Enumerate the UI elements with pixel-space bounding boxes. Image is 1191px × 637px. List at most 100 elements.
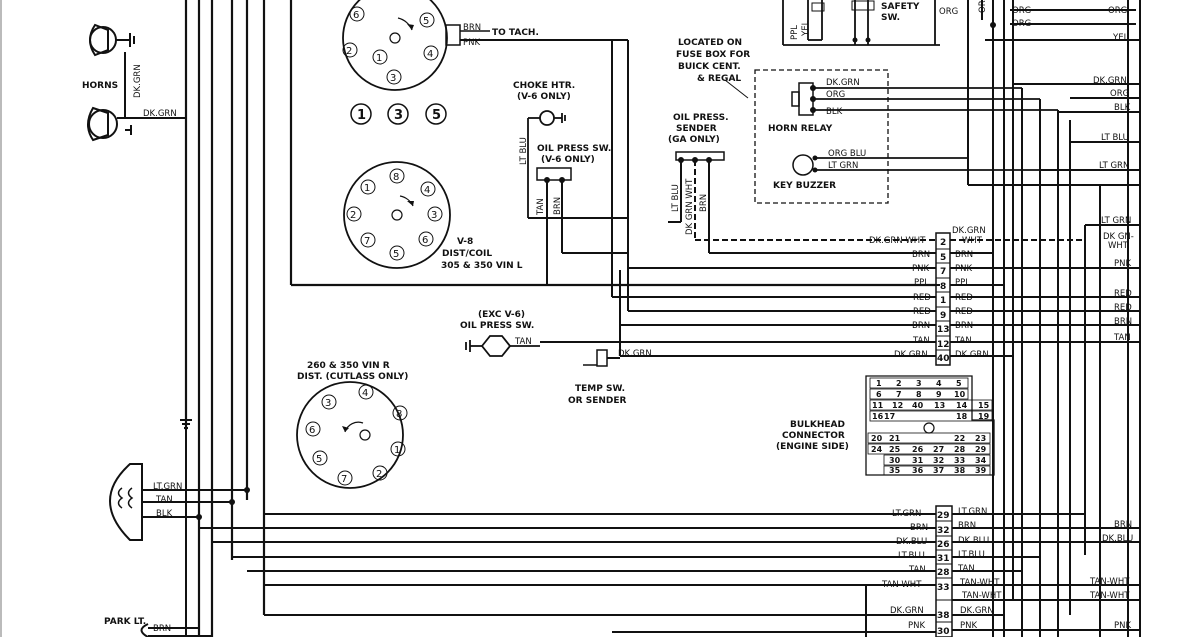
- grid-cell: 33: [954, 456, 965, 465]
- dist-top-num: 1: [376, 53, 382, 64]
- located-label-3: BUICK CENT.: [678, 62, 741, 72]
- v6-oil-wire-brn: BRN: [553, 197, 563, 215]
- choke-wire-ltblu: LT BLU: [519, 137, 529, 165]
- dist-v8-num: 5: [393, 249, 399, 260]
- ground-icon: [180, 412, 192, 637]
- firing-order-circles: 1 3 5: [350, 103, 447, 125]
- lc-r-tanwht: TAN-WHT: [959, 578, 1000, 588]
- grid-cell: 10: [954, 390, 966, 399]
- pin-26: 26: [937, 540, 950, 550]
- horn-top-icon: [89, 23, 117, 57]
- dist260-num: 3: [325, 398, 331, 409]
- dist260-num: 1: [394, 445, 400, 456]
- grid-cell: 37: [933, 466, 944, 475]
- lc-r-tan: TAN: [957, 564, 975, 574]
- grid-cell: 31: [912, 456, 924, 465]
- dist-top-num: 2: [346, 46, 352, 57]
- lc-l-dkgrn: DK.GRN: [890, 606, 924, 616]
- upper-connector: 2 5 7 8 1 9 13 12 40: [540, 226, 1140, 366]
- pin-28: 28: [937, 568, 950, 578]
- park-light-group: PARK LT. BRN: [104, 617, 212, 637]
- to-tach-label: TO TACH.: [492, 28, 539, 38]
- grid-cell: 40: [912, 401, 924, 410]
- grid-cell: 39: [975, 466, 987, 475]
- grid-cell: 23: [975, 434, 986, 443]
- tach-wire-brn: BRN: [463, 23, 481, 33]
- key-buzzer-label: KEY BUZZER: [773, 181, 836, 191]
- safety-wire-yel: YEL: [801, 20, 811, 37]
- uc-l-red: RED: [913, 293, 931, 303]
- dist260-label-2: DIST. (CUTLASS ONLY): [297, 372, 408, 382]
- grid-cell: 27: [933, 445, 944, 454]
- safety-wire-org: ORG: [939, 7, 958, 17]
- park-lt-label: PARK LT.: [104, 617, 146, 627]
- oil-sender-group: OIL PRESS. SENDER (GA ONLY) LT BLU DK GR…: [668, 113, 940, 254]
- bulkhead-connector: BULKHEAD CONNECTOR (ENGINE SIDE) 1 2 3 4…: [776, 375, 995, 476]
- uc-l-tan: TAN: [912, 336, 930, 346]
- far-r-dkblu: DK.BLU: [1102, 534, 1133, 544]
- grid-cell: 3: [916, 379, 922, 388]
- r-wire-org: ORG: [1012, 6, 1031, 16]
- grid-cell: 14: [956, 401, 968, 410]
- lc-l-ltblu: LT.BLU: [898, 551, 925, 561]
- horn-wire-label-vertical: DK.GRN: [133, 64, 143, 98]
- horn-wire-label: DK.GRN: [143, 109, 177, 119]
- r-wire-org: ORG: [978, 0, 988, 13]
- grid-cell: 5: [956, 379, 962, 388]
- dist-v8-num: 3: [431, 210, 437, 221]
- far-r-brn: BRN: [1114, 520, 1132, 530]
- horn-relay-label: HORN RELAY: [768, 124, 833, 134]
- safety-switch-group: PPL YEL SAFETY SW. ORG: [782, 0, 958, 46]
- dist-v8-num: 7: [364, 236, 370, 247]
- pin-9: 9: [940, 311, 946, 321]
- pin-5: 5: [940, 253, 946, 263]
- relay-wire-dkgrn: DK.GRN: [826, 78, 860, 88]
- uc-l-dkgrn: DK.GRN: [894, 350, 928, 360]
- temp-sw-label-2: OR SENDER: [568, 396, 626, 406]
- dist-top-num: 4: [427, 49, 433, 60]
- r-wire-ltblu: LT BLU: [1101, 133, 1129, 143]
- grid-cell: 17: [884, 412, 895, 421]
- lc-l-brn: BRN: [910, 523, 928, 533]
- safety-sw-label-1: SAFETY: [881, 2, 920, 12]
- lower-connector: 29 32 26 31 28 33 38 30: [199, 505, 1140, 637]
- r-wire-org: ORG: [1012, 19, 1031, 29]
- oil-sw-exc-v6-group: (EXC V-6) OIL PRESS SW. TAN: [460, 310, 540, 357]
- exc-v6-label-1: (EXC V-6): [478, 310, 525, 320]
- pin-40: 40: [937, 354, 950, 364]
- r-wire-blk: BLK: [1114, 103, 1131, 113]
- tach-wire-pnk: PNK: [463, 38, 480, 48]
- grid-cell: 22: [954, 434, 965, 443]
- uc-l-red: RED: [913, 307, 931, 317]
- r-wire-wht: WHT: [1108, 241, 1129, 251]
- pin-31: 31: [937, 554, 950, 564]
- horn-bottom-icon: [87, 106, 118, 142]
- located-label-2: FUSE BOX FOR: [676, 50, 750, 60]
- grid-cell: 24: [871, 445, 883, 454]
- oil-sw-v6-label-2: (V-6 ONLY): [541, 155, 595, 165]
- uc-r-dkgrn: DK GRN: [955, 350, 989, 360]
- pin-29: 29: [937, 511, 950, 521]
- grid-cell: 36: [912, 466, 924, 475]
- hl-wire-ltgrn: LT.GRN: [153, 482, 182, 492]
- oil-sender-label-3: (GA ONLY): [668, 135, 720, 145]
- pin-32: 32: [937, 526, 950, 536]
- pin-12: 12: [937, 340, 950, 350]
- firing-order-num: 5: [432, 108, 441, 123]
- uc-r-tan: TAN: [954, 336, 972, 346]
- lc-r-brn: BRN: [958, 521, 976, 531]
- pin-38: 38: [937, 611, 950, 621]
- v8-label-1: V-8: [457, 237, 473, 247]
- pin-7: 7: [940, 267, 946, 277]
- fuse-box-group: LOCATED ON FUSE BOX FOR BUICK CENT. & RE…: [676, 38, 1058, 204]
- horns-group: HORNS DK.GRN DK.GRN: [82, 23, 186, 142]
- uc-r-brn: BRN: [955, 321, 973, 331]
- r-wire-org: ORG: [1108, 6, 1127, 16]
- dist260-num: 4: [362, 388, 368, 399]
- dist-v8-num: 2: [350, 210, 356, 221]
- firing-order-num: 3: [394, 108, 403, 123]
- uc-l-dkgrnwht: DK.GRN WHT: [869, 236, 926, 246]
- temp-sw-label-1: TEMP SW.: [575, 384, 625, 394]
- far-r-red: RED: [1114, 289, 1132, 299]
- uc-l-brn: BRN: [912, 321, 930, 331]
